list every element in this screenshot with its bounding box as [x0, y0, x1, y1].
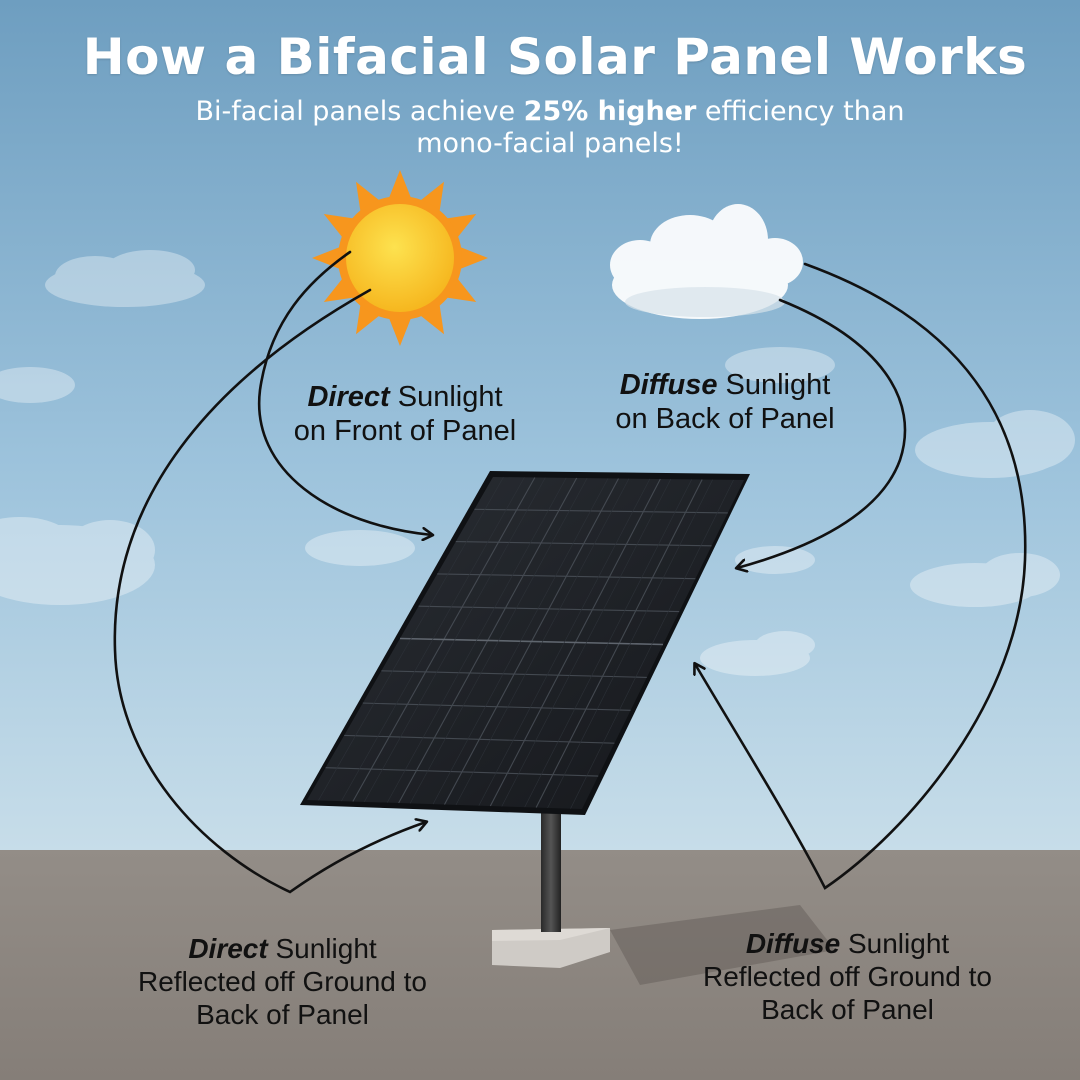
arrow-diffuse-reflected — [695, 262, 1027, 890]
panel-busbar — [547, 479, 713, 809]
panel-busbar — [409, 477, 588, 804]
label-emphasis: Direct — [188, 933, 268, 964]
page-title: How a Bifacial Solar Panel Works — [82, 28, 1028, 86]
panel-shadow — [610, 905, 835, 985]
panel-cell-divider — [325, 767, 599, 777]
label-text: Back of Panel — [761, 994, 934, 1026]
subtitle-highlight: 25% higher — [523, 96, 697, 127]
panel-busbar — [570, 479, 734, 809]
label-diffuse-back: Diffuse Sunlight on Back of Panel — [575, 368, 875, 436]
label-text: Sunlight — [267, 933, 377, 964]
label-direct-reflected: Direct Sunlight Reflected off Ground to … — [100, 932, 465, 1031]
label-emphasis: Diffuse — [619, 369, 718, 401]
panel-cell-divider — [455, 541, 712, 547]
panel-busbar — [318, 476, 504, 801]
panel-cell-divider — [399, 637, 664, 646]
panel-busbar — [386, 477, 567, 803]
panel-busbar — [501, 478, 672, 807]
panel-cell-divider — [418, 605, 680, 613]
solar-panel — [300, 471, 750, 815]
panel-cell-divider — [344, 734, 615, 744]
sun-icon — [312, 170, 488, 346]
label-text: Sunlight — [717, 369, 831, 401]
label-text: Sunlight — [840, 928, 950, 959]
label-emphasis: Direct — [307, 381, 390, 413]
label-text: Sunlight — [389, 381, 503, 413]
label-text: Reflected off Ground to — [703, 961, 992, 993]
subtitle-text: Bi-facial panels achieve — [195, 96, 524, 127]
mount-pole — [541, 812, 561, 932]
cloud-icon — [610, 204, 803, 319]
arrow-direct-reflected — [113, 288, 426, 894]
panel-busbar — [455, 478, 630, 806]
page-subtitle: Bi-facial panels achieve 25% higher effi… — [150, 96, 950, 161]
panel-cell-divider — [437, 573, 696, 580]
panel-busbar — [341, 477, 525, 802]
panel-busbar — [432, 478, 609, 805]
label-text: on Front of Panel — [293, 415, 517, 448]
label-text: on Back of Panel — [615, 403, 835, 436]
panel-cell-divider — [362, 702, 631, 711]
arrow-diffuse-back — [737, 298, 907, 568]
panel-cell-divider — [381, 670, 647, 678]
panel-busbar — [478, 478, 651, 806]
light-arrows — [113, 250, 1027, 894]
panel-cell-divider — [474, 508, 728, 514]
subtitle-text-end: efficiency than mono-facial panels! — [416, 96, 905, 160]
label-emphasis: Diffuse — [745, 928, 841, 959]
panel-busbar — [524, 479, 692, 808]
label-text: Reflected off Ground to — [138, 966, 427, 998]
label-diffuse-reflected: Diffuse Sunlight Reflected off Ground to… — [665, 927, 1030, 1026]
label-direct-front: Direct Sunlight on Front of Panel — [255, 380, 555, 448]
arrow-direct-front — [257, 250, 432, 535]
panel-busbar — [364, 477, 546, 803]
label-text: Back of Panel — [196, 999, 369, 1031]
